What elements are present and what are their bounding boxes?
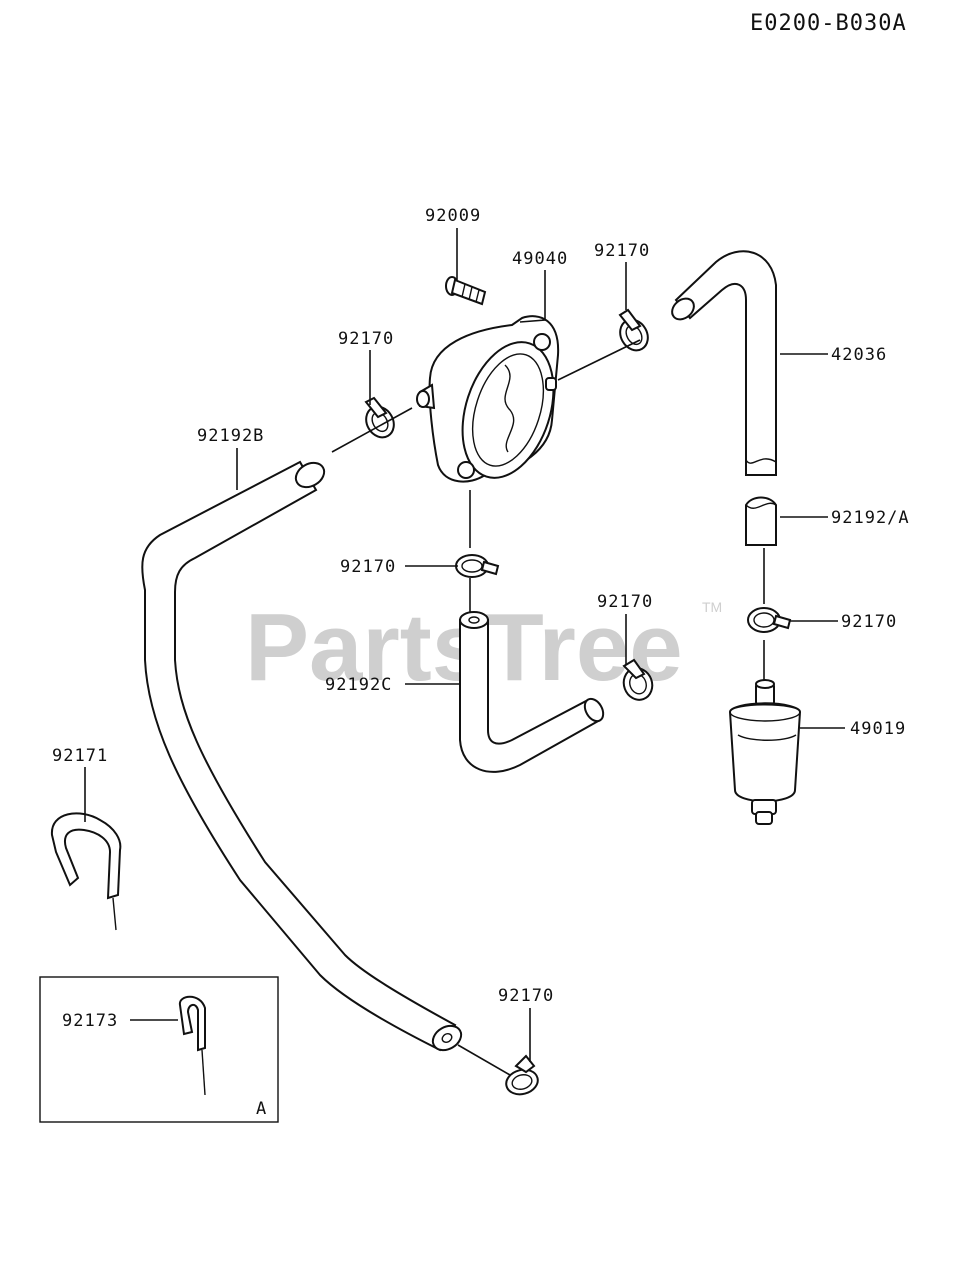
callout-92192c: 92192C [325,675,392,695]
hose-92192a-part[interactable] [745,496,777,546]
callout-92170-mid2: 92170 [597,592,653,612]
hose-92192b-part[interactable] [141,458,465,1055]
watermark-tm: TM [702,599,722,615]
clamp-top-part[interactable] [615,308,654,355]
clamp-right-part[interactable] [747,607,792,633]
fuel-filter-part[interactable] [728,679,802,825]
fuel-cock-part[interactable] [416,315,570,489]
callout-92171: 92171 [52,746,108,766]
callout-49040: 49040 [512,249,568,269]
clamp-bottom-part[interactable] [503,1054,540,1098]
callout-92192a: 92192/A [831,508,910,528]
callout-92170-bottom: 92170 [498,986,554,1006]
callout-92192b: 92192B [197,426,264,446]
callout-92170-mid: 92170 [340,557,396,577]
callout-42036: 42036 [831,345,887,365]
diagram-code: E0200-B030A [750,11,907,36]
bolt-part[interactable] [445,276,487,306]
hose-92192c-part[interactable] [459,611,607,773]
leader-lines [84,228,845,1076]
callout-49019: 49019 [850,719,906,739]
clip-92171-part[interactable] [50,812,122,931]
clamp-mid2-part[interactable] [619,658,656,704]
clamp-mid-part[interactable] [455,554,500,578]
callout-92170-right: 92170 [841,612,897,632]
callout-92173: 92173 [62,1011,118,1031]
callout-92170-top: 92170 [594,241,650,261]
callout-92009: 92009 [425,206,481,226]
hose-42036-part[interactable] [668,250,777,476]
clamp-left-part[interactable] [361,396,400,442]
inset-tag: A [256,1099,267,1119]
clip-92173-part[interactable] [178,995,206,1096]
inset-box [39,976,279,1123]
callout-92170-left: 92170 [338,329,394,349]
